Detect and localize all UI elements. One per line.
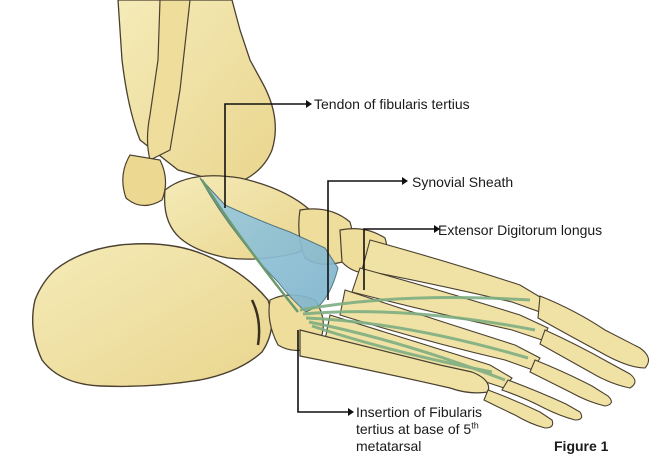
calcaneus-bone — [33, 244, 272, 387]
label-insertion-line2: tertius at base of 5th — [356, 421, 479, 438]
label-tendon-of-fibularis-tertius: Tendon of fibularis tertius — [314, 96, 470, 113]
label-insertion-line1: Insertion of Fibularis — [356, 404, 482, 421]
label-insertion-superscript: th — [471, 420, 479, 430]
label-insertion-line3: metatarsal — [356, 438, 421, 455]
figure-caption: Figure 1 — [554, 438, 608, 454]
label-extensor-digitorum-longus: Extensor Digitorum longus — [438, 222, 602, 239]
label-synovial-sheath: Synovial Sheath — [412, 174, 513, 191]
label-insertion-line2-text: tertius at base of 5 — [356, 421, 471, 437]
